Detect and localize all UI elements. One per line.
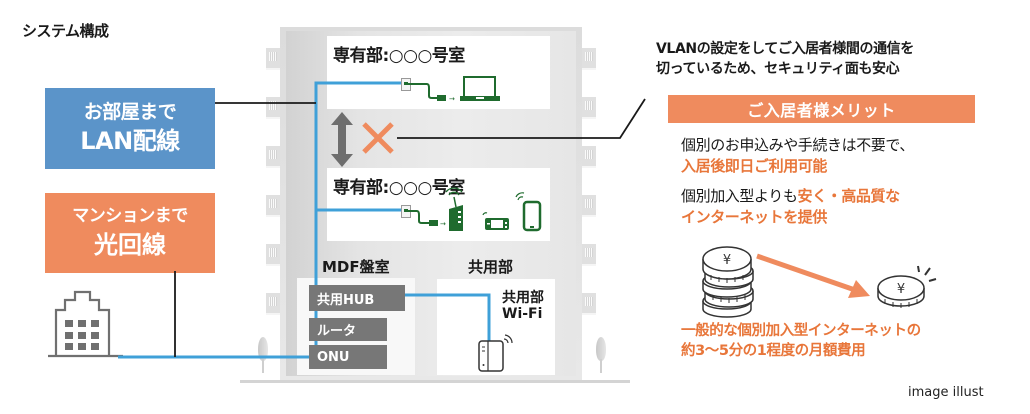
merit-item-2: 個別加入型よりも安く・高品質な インターネットを提供 bbox=[681, 186, 900, 228]
mdf-room-title: MDF盤室 bbox=[322, 258, 390, 276]
svg-text:¥: ¥ bbox=[723, 253, 731, 268]
merit-1-highlight: 入居後即日ご利用可能 bbox=[681, 157, 828, 175]
hub-to-wifi-cable bbox=[405, 293, 491, 343]
single-coin-icon: ¥ bbox=[877, 265, 937, 308]
tree-icon bbox=[258, 337, 268, 361]
lan-label-line1: お部屋まで bbox=[83, 100, 177, 123]
tree-icon bbox=[596, 337, 606, 361]
balcony bbox=[266, 195, 280, 217]
common-wifi-line2: Wi-Fi bbox=[502, 306, 543, 323]
onu: ONU bbox=[309, 345, 387, 369]
lan-label-line2: LAN配線 bbox=[80, 127, 180, 156]
balcony bbox=[582, 97, 596, 119]
lan-cable-icon: → bbox=[407, 83, 455, 103]
merit-1-plain: 個別のお申込みや手続きは不要で、 bbox=[681, 136, 915, 154]
merit-2-highlight-2: インターネットを提供 bbox=[681, 208, 828, 226]
balcony bbox=[582, 195, 596, 217]
vlan-note-leader bbox=[397, 98, 646, 139]
balcony bbox=[582, 293, 596, 315]
vlan-note-line2: 切っているため、セキュリティ面も安心 bbox=[656, 60, 900, 77]
common-hub: 共用HUB bbox=[309, 285, 405, 311]
svg-text:¥: ¥ bbox=[897, 282, 905, 297]
private-room-2: 専有部:○○○号室 bbox=[327, 168, 550, 241]
balcony bbox=[266, 244, 280, 266]
vlan-note-line1: VLANの設定をしてご入居者様間の通信を bbox=[656, 41, 914, 57]
svg-text:→: → bbox=[440, 220, 446, 228]
tree-trunk bbox=[600, 359, 602, 373]
ground-line bbox=[240, 380, 630, 383]
merit-2-highlight: 安く・高品質な bbox=[797, 187, 901, 205]
cost-line1: 一般的な個別加入型インターネットの bbox=[681, 323, 921, 339]
balcony bbox=[266, 293, 280, 315]
common-wifi-label: 共用部 Wi-Fi bbox=[502, 290, 544, 322]
wifi-router-icon bbox=[445, 187, 463, 231]
balcony bbox=[266, 146, 280, 168]
page-title: システム構成 bbox=[22, 22, 109, 40]
room-2-title: 専有部:○○○号室 bbox=[333, 178, 465, 198]
merit-item-1: 個別のお申込みや手続きは不要で、 入居後即日ご利用可能 bbox=[681, 135, 914, 177]
riser-cable bbox=[314, 81, 401, 346]
common-area-title: 共用部 bbox=[468, 258, 514, 276]
image-credit: image illust bbox=[908, 385, 984, 400]
double-arrow-icon bbox=[331, 112, 353, 167]
balcony bbox=[582, 146, 596, 168]
smartphone-icon bbox=[515, 192, 542, 232]
cost-line2: 約3〜5分の1程度の月額費用 bbox=[681, 342, 866, 359]
cost-reduction-arrow bbox=[756, 253, 870, 298]
merits-header: ご入居者様メリット bbox=[668, 95, 975, 123]
laptop-icon bbox=[460, 76, 500, 101]
balcony bbox=[582, 48, 596, 70]
fiber-label-line2: 光回線 bbox=[94, 230, 166, 259]
lan-wiring-label: お部屋まで LAN配線 bbox=[45, 88, 215, 169]
cost-note: 一般的な個別加入型インターネットの 約3〜5分の1程度の月額費用 bbox=[681, 322, 921, 361]
balcony bbox=[582, 244, 596, 266]
balcony bbox=[266, 48, 280, 70]
x-mark-icon bbox=[362, 122, 394, 154]
fiber-line-label: マンションまで 光回線 bbox=[45, 193, 215, 273]
wifi-access-point-icon bbox=[478, 334, 513, 372]
svg-text:→: → bbox=[449, 95, 455, 103]
lan-cable-icon: → bbox=[407, 210, 446, 228]
tree-trunk bbox=[262, 359, 264, 373]
fiber-label-line1: マンションまで bbox=[72, 206, 188, 227]
merit-2-plain: 個別加入型よりも bbox=[681, 187, 798, 205]
common-wifi-line1: 共用部 bbox=[502, 290, 544, 306]
room-1-title: 専有部:○○○号室 bbox=[333, 46, 465, 66]
router: ルータ bbox=[309, 318, 387, 341]
vlan-security-note: VLANの設定をしてご入居者様間の通信を 切っているため、セキュリティ面も安心 bbox=[656, 40, 914, 79]
coin-stack-icon: ¥ bbox=[702, 246, 754, 318]
game-console-icon bbox=[482, 212, 509, 230]
provider-building-icon bbox=[48, 290, 123, 358]
